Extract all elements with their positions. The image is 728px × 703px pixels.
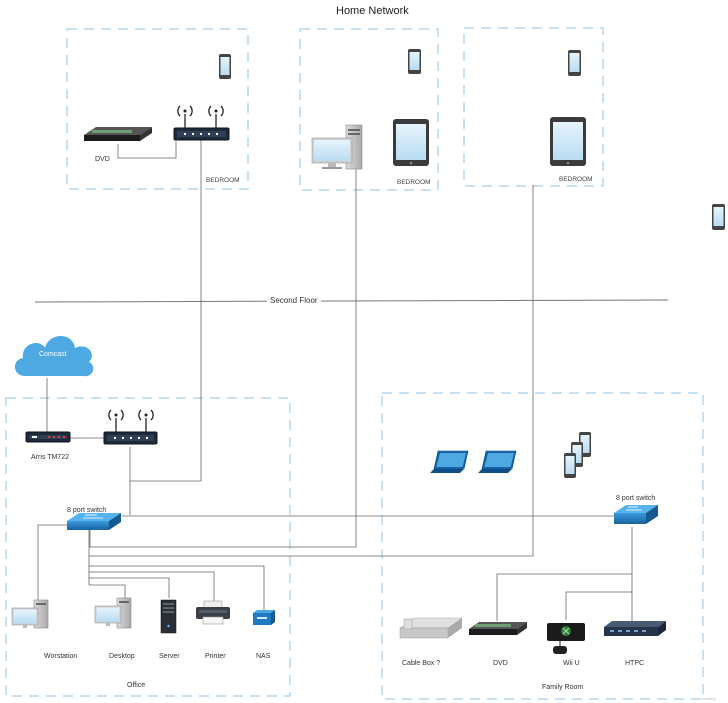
family-device-label: Wii U [563,660,580,667]
laptop-icon [430,450,469,473]
family-device-label: HTPC [625,660,645,667]
bedroom2-boundary [299,28,439,191]
wire-bedroom1-dvd [117,141,177,159]
wire-family-dvd [496,573,632,621]
family-device-label: Cable Box ? [402,660,441,667]
office-device-label: NAS [256,653,271,660]
cloud-icon [14,336,94,377]
workstation-icon [11,599,49,629]
phone-icon [568,50,581,76]
watermark: creately [702,696,717,701]
family-room-label: Family Room [542,684,584,691]
game-console-icon [547,623,585,654]
dvd-player-icon [84,127,152,141]
wire-bedroom3-ipad [89,185,534,557]
diagram-title: Home Network [336,5,409,17]
dvd-player-icon [469,622,527,635]
bedroom3-room-label: BEDROOM [559,176,593,183]
phone-icon [408,49,421,74]
tablet-icon [550,117,586,166]
modem-label: Arris TM722 [31,454,69,461]
wireless-router-icon [173,105,230,141]
laptop-icon [478,450,517,473]
floor-divider-line [34,299,669,303]
office-device-label: Worstation [44,653,78,660]
office-switch-label: 8 port switch [67,507,107,514]
family-room-boundary [381,392,704,700]
phone-icon [219,54,231,79]
family-device-label: DVD [493,660,508,667]
bedroom1-dvd-label: DVD [95,156,110,163]
phone-icon [712,204,725,230]
wire-bedroom2-desktop [89,169,357,548]
nas-icon [253,610,275,625]
cable-box-icon [399,617,463,639]
bedroom1-room-label: BEDROOM [206,177,240,184]
office-device-label: Printer [205,653,226,660]
wire-bedroom1-router [129,140,202,482]
wire-workstation [37,524,68,600]
network-switch-icon [614,505,658,524]
cable-modem-icon [25,431,71,443]
wire-nas [89,565,265,610]
printer-icon [196,600,230,625]
bedroom1-boundary [66,28,249,190]
bedroom3-boundary [463,27,604,187]
office-room-label: Office [127,682,146,689]
cloud-label: Comcast [39,351,67,358]
wire-desktop [89,584,126,598]
wire-wiiu [565,591,632,620]
htpc-icon [604,621,666,636]
wire-printer [89,571,215,601]
family-switch-label: 8 port switch [616,495,656,502]
office-device-label: Desktop [109,653,135,660]
network-wires [37,140,633,622]
phones-group-icon [564,432,591,478]
floor-divider-label: Second Floor [267,296,321,305]
network-switch-icon [67,513,121,530]
bedroom2-room-label: BEDROOM [397,179,431,186]
office-device-label: Server [159,653,180,660]
desktop-computer-icon [311,124,363,170]
wireless-router-icon [103,409,158,445]
tablet-icon [393,119,429,166]
server-icon [160,599,177,634]
wire-server [89,577,170,598]
desktop-computer-icon [94,597,132,629]
